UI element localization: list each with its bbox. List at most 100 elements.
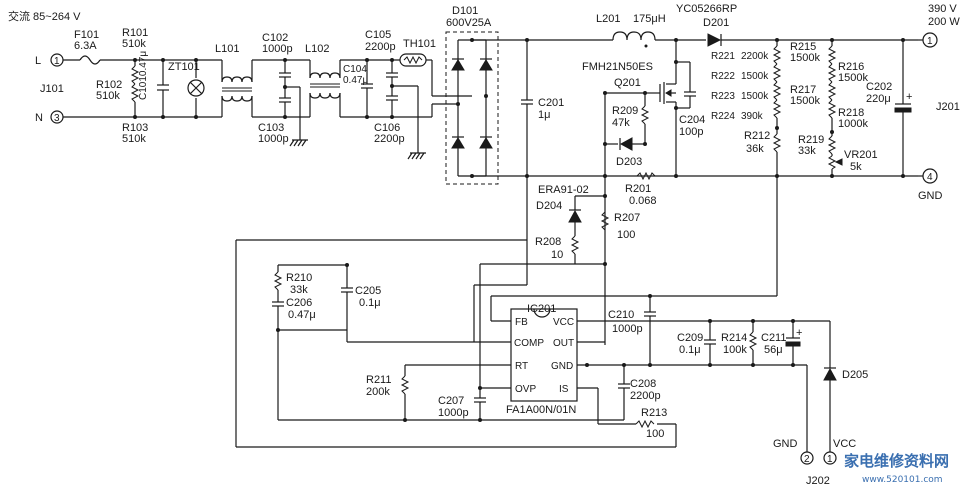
c103-ref: C103: [258, 122, 284, 134]
j201-label: J201: [936, 101, 960, 113]
r221-ref: R221: [711, 51, 735, 62]
d201-part: YC05266RP: [676, 3, 737, 15]
r212-val: 36k: [746, 143, 764, 155]
ic201-pin-vcc: VCC: [553, 317, 574, 328]
resistor-r101-icon: [130, 65, 140, 85]
r219-val: 33k: [798, 145, 816, 157]
input-voltage-title: 交流 85~264 V: [8, 9, 81, 23]
f101-val: 6.3A: [74, 40, 97, 52]
r219-ref: R219: [798, 134, 824, 146]
terminal-l-pin: 1: [54, 56, 60, 67]
r214-val: 100k: [723, 344, 747, 356]
trimmer-vr201-icon: [827, 155, 837, 170]
line-label: L: [35, 55, 41, 67]
choke-l102-icon: [309, 72, 341, 79]
d101-ref: D101: [452, 5, 478, 17]
fuse-f101-icon: [79, 55, 101, 65]
c205-ref: C205: [355, 285, 381, 297]
c204-ref: C204: [679, 114, 705, 126]
r210-val: 33k: [290, 284, 308, 296]
c101-label: C1010.47μ: [138, 51, 149, 100]
r101-val: 510k: [122, 38, 146, 50]
resistor-r211-icon: [400, 375, 410, 395]
r223-val: 1500k: [741, 91, 769, 102]
terminal-j202-gnd-icon: [800, 451, 814, 465]
resistor-r218-icon: [827, 99, 837, 119]
c102-val: 1000p: [262, 43, 293, 55]
c103-val: 1000p: [258, 133, 289, 145]
c106-val: 2200p: [374, 133, 405, 145]
r224-ref: R224: [711, 111, 735, 122]
d204-ref: D204: [536, 200, 562, 212]
r211-ref: R211: [366, 374, 391, 386]
d205-ref: D205: [842, 369, 868, 381]
j202-pin2: 2: [804, 454, 810, 465]
resistor-r217-icon: [827, 81, 837, 101]
out-pin4: 4: [927, 172, 933, 183]
out-gnd-label: GND: [918, 190, 943, 202]
c201-ref: C201: [538, 97, 564, 109]
c104-ref: C104: [343, 64, 367, 75]
r208-val: 10: [551, 249, 563, 261]
c205-val: 0.1μ: [359, 297, 381, 309]
j202-gnd-label: GND: [773, 438, 798, 450]
resistor-r209-icon: [640, 105, 650, 125]
r217-ref: R217: [790, 84, 816, 96]
r209-val: 47k: [612, 117, 630, 129]
l201-val: 175μH: [633, 13, 666, 25]
resistor-r223-icon: [772, 81, 782, 101]
c204-val: 100p: [679, 126, 703, 138]
q201-ref: Q201: [614, 77, 641, 89]
zt101-ref: ZT101: [168, 61, 200, 73]
r103-val: 510k: [122, 133, 146, 145]
r222-val: 1500k: [741, 71, 769, 82]
th101-ref: TH101: [403, 38, 436, 50]
r221-val: 2200k: [741, 51, 769, 62]
l201-ref: L201: [596, 13, 620, 25]
r215-val: 1500k: [790, 52, 820, 64]
ic201-pin-is: IS: [559, 384, 569, 395]
diode-icon: [451, 59, 465, 71]
c211-plus: +: [796, 327, 802, 339]
resistor-r213-icon: [635, 419, 655, 429]
c210-val: 1000p: [612, 323, 643, 335]
r218-val: 1000k: [838, 118, 868, 130]
c208-val: 2200p: [630, 390, 661, 402]
vr201-ref: VR201: [844, 149, 878, 161]
c105-val: 2200p: [365, 41, 396, 53]
ic201-pin-rt: RT: [515, 361, 528, 372]
out-pin1: 1: [927, 36, 933, 47]
r102-val: 510k: [96, 90, 120, 102]
terminal-n-pin: 3: [54, 113, 60, 124]
r217-val: 1500k: [790, 95, 820, 107]
c208-ref: C208: [630, 378, 656, 390]
r212-ref: R212: [744, 130, 770, 142]
c210-ref: C210: [608, 309, 634, 321]
bridge-rectifier-d101: [445, 31, 499, 185]
r207-val: 100: [617, 229, 635, 241]
ic201-pin-gnd: GND: [551, 361, 573, 372]
diode-icon: [479, 137, 493, 149]
l101-ref: L101: [215, 43, 239, 55]
c104-val: 0.47μ: [343, 75, 368, 86]
c201-val: 1μ: [538, 109, 550, 121]
c206-ref: C206: [286, 297, 312, 309]
terminal-j202-vcc-icon: [823, 451, 837, 465]
resistor-r102-icon: [130, 83, 140, 103]
q201-part: FMH21N50ES: [582, 61, 653, 73]
diode-d204-icon: [568, 209, 582, 223]
c206-val: 0.47μ: [288, 309, 316, 321]
ic201-pin-comp: COMP: [514, 338, 544, 349]
thermistor-th101-icon: [399, 53, 427, 67]
r216-val: 1500k: [838, 72, 868, 84]
j101-label: J101: [40, 83, 64, 95]
c207-val: 1000p: [438, 407, 469, 419]
resistor-r210-icon: [273, 271, 283, 291]
resistor-r222-icon: [772, 63, 782, 83]
r201-ref: R201: [625, 183, 651, 195]
choke-l101-icon: [221, 76, 253, 83]
ground-icon: [407, 152, 426, 160]
j202-vcc-label: VCC: [833, 438, 856, 450]
r210-ref: R210: [286, 272, 312, 284]
